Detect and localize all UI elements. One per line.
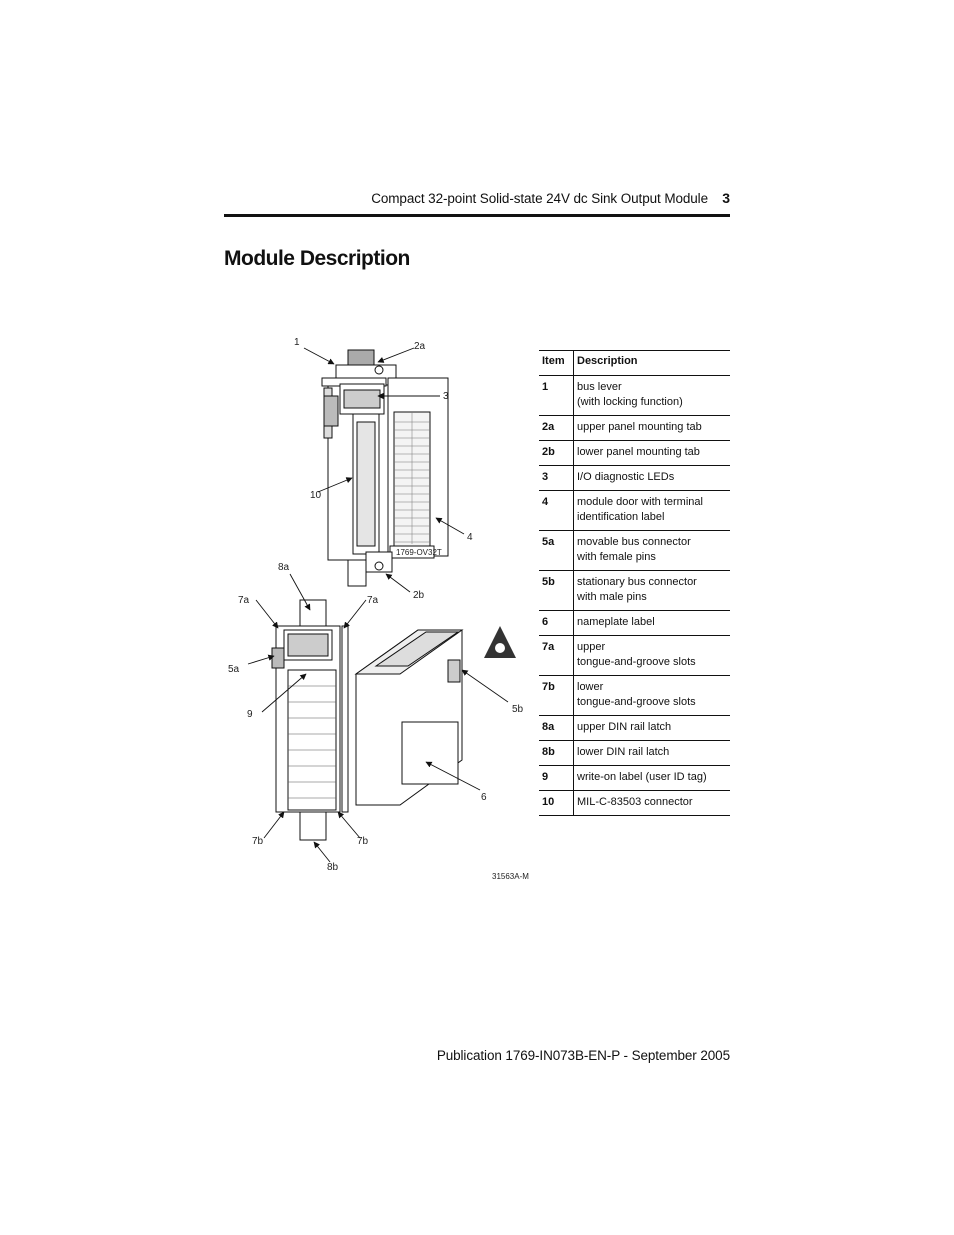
description-line: with female pins (577, 551, 656, 563)
item-cell: 2b (539, 440, 574, 466)
callout-2a: 2a (414, 341, 426, 352)
description-cell: upper tongue-and-groove slots (573, 635, 730, 676)
description-line: lower DIN rail latch (577, 746, 670, 758)
module-front-view (321, 349, 449, 587)
callout-5a: 5a (228, 664, 240, 675)
callout-3: 3 (443, 391, 449, 402)
item-description-table: Item Description 1 bus lever (with locki… (539, 350, 730, 816)
callout-7a-right: 7a (367, 595, 379, 606)
table-row: 7b lower tongue-and-groove slots (539, 675, 730, 716)
table-row: 8a upper DIN rail latch (539, 715, 730, 741)
description-cell: module door with terminal identification… (573, 490, 730, 531)
description-line: MIL-C-83503 connector (577, 796, 693, 808)
callout-7a-left: 7a (238, 595, 250, 606)
callout-8b: 8b (327, 862, 339, 873)
callout-10: 10 (310, 490, 322, 501)
running-header: Compact 32-point Solid-state 24V dc Sink… (224, 189, 730, 213)
table-row: 9 write-on label (user ID tag) (539, 765, 730, 791)
header-rule (224, 214, 730, 217)
description-line: with male pins (577, 591, 647, 603)
item-cell: 7a (539, 635, 574, 676)
callout-6: 6 (481, 792, 487, 803)
description-line: identification label (577, 511, 665, 523)
table-row: 8b lower DIN rail latch (539, 740, 730, 766)
callout-4: 4 (467, 532, 473, 543)
item-cell: 4 (539, 490, 574, 531)
description-cell: movable bus connector with female pins (573, 530, 730, 571)
item-cell: 7b (539, 675, 574, 716)
description-line: (with locking function) (577, 396, 683, 408)
callout-leaders (247, 347, 509, 863)
table-row: 7a upper tongue-and-groove slots (539, 635, 730, 676)
callout-1: 1 (294, 337, 300, 348)
item-cell: 9 (539, 765, 574, 791)
item-cell: 2a (539, 415, 574, 441)
table-row: 5b stationary bus connector with male pi… (539, 570, 730, 611)
callout-7b-right: 7b (357, 836, 369, 847)
table-row: 10 MIL-C-83503 connector (539, 790, 730, 816)
description-cell: upper panel mounting tab (573, 415, 730, 441)
module-isometric-view (354, 629, 464, 806)
item-cell: 3 (539, 465, 574, 491)
item-cell: 5a (539, 530, 574, 571)
callout-7b-left: 7b (252, 836, 264, 847)
description-line: tongue-and-groove slots (577, 696, 696, 708)
description-cell: lower panel mounting tab (573, 440, 730, 466)
module-door-open-view (271, 599, 349, 841)
table-row: 2b lower panel mounting tab (539, 440, 730, 466)
page-number: 3 (722, 190, 730, 206)
item-cell: 1 (539, 375, 574, 416)
description-line: I/O diagnostic LEDs (577, 471, 675, 483)
module-figure: 1769-OV32T (226, 330, 536, 890)
description-line: lower panel mounting tab (577, 446, 700, 458)
panel-label: 1769-OV32T (396, 548, 442, 557)
item-cell: 5b (539, 570, 574, 611)
description-cell: stationary bus connector with male pins (573, 570, 730, 611)
callout-5b: 5b (512, 704, 524, 715)
table-row: 4 module door with terminal identificati… (539, 490, 730, 531)
description-cell: write-on label (user ID tag) (573, 765, 730, 791)
description-cell: upper DIN rail latch (573, 715, 730, 741)
module-diagram: 1769-OV32T (228, 337, 529, 881)
item-cell: 8b (539, 740, 574, 766)
column-header-description: Description (573, 350, 730, 376)
table-row: 1 bus lever (with locking function) (539, 375, 730, 416)
description-line: nameplate label (577, 616, 655, 628)
section-title: Module Description (224, 247, 410, 270)
description-line: tongue-and-groove slots (577, 656, 696, 668)
table-header-row: Item Description (539, 350, 730, 376)
description-line: movable bus connector (577, 536, 691, 548)
description-cell: bus lever (with locking function) (573, 375, 730, 416)
description-line: upper panel mounting tab (577, 421, 702, 433)
description-cell: I/O diagnostic LEDs (573, 465, 730, 491)
table-row: 3 I/O diagnostic LEDs (539, 465, 730, 491)
description-line: write-on label (user ID tag) (577, 771, 707, 783)
item-cell: 8a (539, 715, 574, 741)
callout-8a: 8a (278, 562, 290, 573)
description-line: upper DIN rail latch (577, 721, 672, 733)
publication-footer: Publication 1769-IN073B-EN-P - September… (436, 1048, 730, 1063)
description-line: lower (577, 681, 604, 693)
description-cell: nameplate label (573, 610, 730, 636)
callout-9: 9 (247, 709, 253, 720)
callout-2b: 2b (413, 590, 425, 601)
description-line: stationary bus connector (577, 576, 697, 588)
description-line: module door with terminal (577, 496, 703, 508)
description-line: upper (577, 641, 606, 653)
running-header-title: Compact 32-point Solid-state 24V dc Sink… (371, 191, 708, 206)
table-row: 6 nameplate label (539, 610, 730, 636)
table-row: 2a upper panel mounting tab (539, 415, 730, 441)
figure-id: 31563A-M (492, 872, 529, 881)
terminal-id-grid (394, 412, 430, 544)
table-row: 5a movable bus connector with female pin… (539, 530, 730, 571)
description-cell: lower tongue-and-groove slots (573, 675, 730, 716)
description-cell: lower DIN rail latch (573, 740, 730, 766)
esd-warning-icon (484, 626, 516, 658)
write-on-label-slats (288, 685, 336, 799)
column-header-item: Item (539, 350, 574, 376)
item-cell: 10 (539, 790, 574, 816)
description-line: bus lever (577, 381, 622, 393)
item-cell: 6 (539, 610, 574, 636)
description-cell: MIL-C-83503 connector (573, 790, 730, 816)
